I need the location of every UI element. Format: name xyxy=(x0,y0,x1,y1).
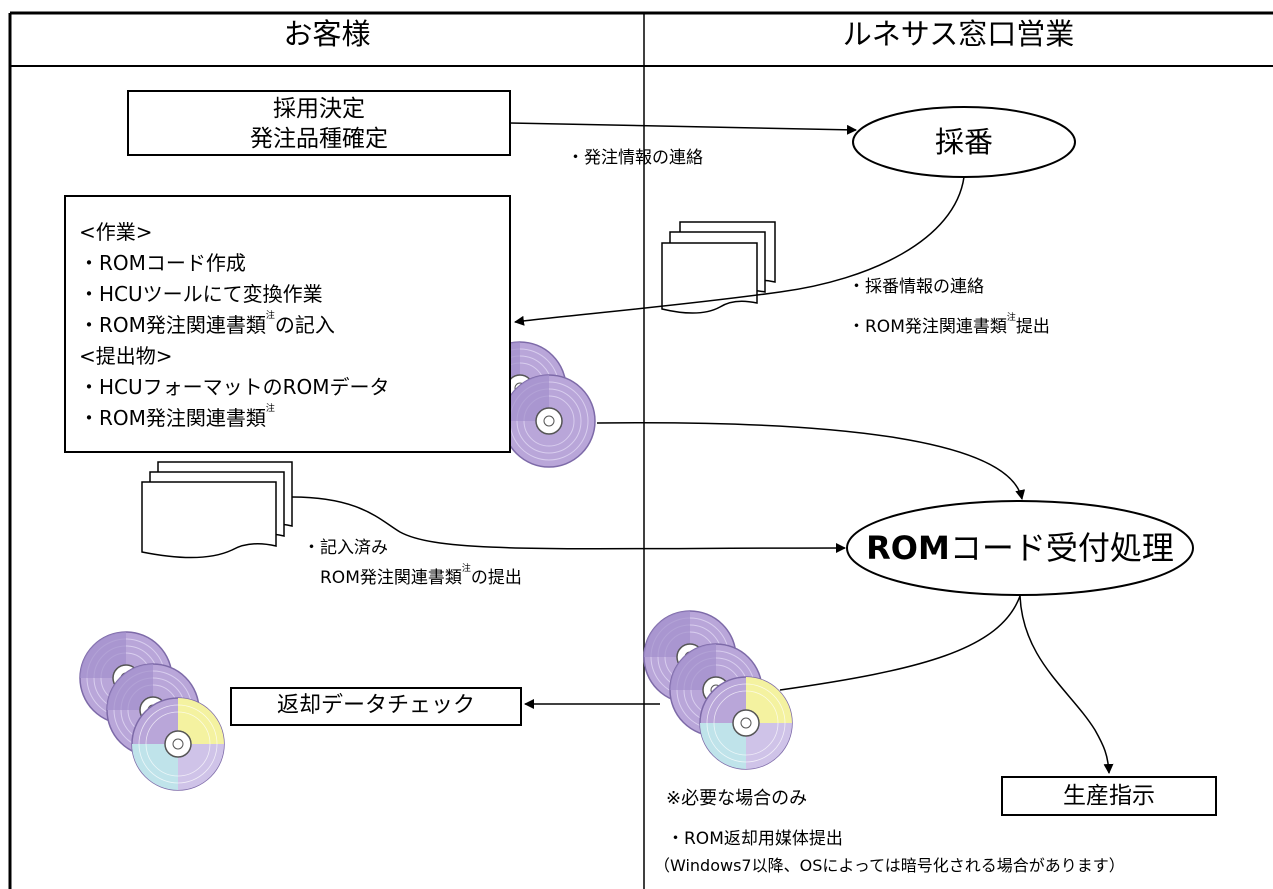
note-mark: 注 xyxy=(265,311,275,321)
work-item-text: の記入 xyxy=(274,313,335,337)
arrow-production xyxy=(1020,596,1110,779)
submit-item: ・HCUフォーマットのROMデータ xyxy=(79,375,390,399)
return-media-label: ・ROM返却用媒体提出 xyxy=(667,829,843,849)
document-stack-icon xyxy=(141,461,293,559)
adoption-box: 採用決定 発注品種確定 xyxy=(127,90,511,156)
order-info-label: ・発注情報の連絡 xyxy=(567,148,703,168)
numbering-label: 採番 xyxy=(934,125,993,159)
work-item: ・ROMコード作成 xyxy=(79,251,246,275)
note-mark: 注 xyxy=(461,564,471,574)
arrow-numbering-info xyxy=(514,176,965,326)
filled-label-2: ROM発注関連書類注の提出 xyxy=(320,563,522,593)
production-box: 生産指示 xyxy=(1001,776,1217,816)
note-mark: 注 xyxy=(265,404,275,414)
arrow-return-media xyxy=(779,595,1021,691)
arrow-filled-docs xyxy=(291,496,846,554)
submit-item: ・ROM発注関連書類注 xyxy=(79,403,509,434)
adoption-line-1: 採用決定 xyxy=(273,96,365,122)
work-box: <作業> ・ROMコード作成 ・HCUツールにて変換作業 ・ROM発注関連書類注… xyxy=(64,195,511,453)
work-item: ・HCUツールにて変換作業 xyxy=(79,282,323,306)
lane-title-renesas: ルネサス窓口営業 xyxy=(842,17,1075,51)
arrow-production xyxy=(1019,595,1114,774)
only-if-needed-label: ※必要な場合のみ xyxy=(666,788,808,809)
work-item-text: ・ROM発注関連書類 xyxy=(79,313,266,337)
rom-docs-text: 提出 xyxy=(1015,317,1050,337)
rom-docs-text: ・ROM発注関連書類 xyxy=(848,317,1007,337)
arrow-order-info xyxy=(509,122,857,135)
rom-docs-submit-label: ・ROM発注関連書類注提出 xyxy=(848,312,1050,342)
filled-label-1: ・記入済み xyxy=(303,538,388,558)
work-item: ・ROM発注関連書類注の記入 xyxy=(79,310,509,341)
windows-note-label: （Windows7以降、OSによっては暗号化される場合があります） xyxy=(654,856,1125,875)
filled-text: の提出 xyxy=(470,568,522,588)
arrow-rom-data xyxy=(596,421,1026,500)
submit-header: <提出物> xyxy=(79,344,173,368)
note-mark: 注 xyxy=(1006,313,1016,323)
disc-icon xyxy=(79,631,225,791)
filled-text: ROM発注関連書類 xyxy=(320,568,462,588)
submit-item-text: ・ROM発注関連書類 xyxy=(79,406,266,430)
disc-icon xyxy=(643,610,793,770)
lane-title-customer: お客様 xyxy=(283,17,371,51)
rom-reception-bold: ROM xyxy=(866,529,950,567)
work-header: <作業> xyxy=(79,220,153,244)
rom-reception-rest: コード受付処理 xyxy=(949,529,1174,567)
adoption-line-2: 発注品種確定 xyxy=(250,126,388,152)
return-check-box: 返却データチェック xyxy=(230,687,522,726)
rom-reception-label: ROMコード受付処理 xyxy=(847,528,1193,568)
document-stack-icon xyxy=(661,221,776,314)
numbering-info-label: ・採番情報の連絡 xyxy=(848,277,984,297)
rom-reception-oval xyxy=(846,500,1194,596)
